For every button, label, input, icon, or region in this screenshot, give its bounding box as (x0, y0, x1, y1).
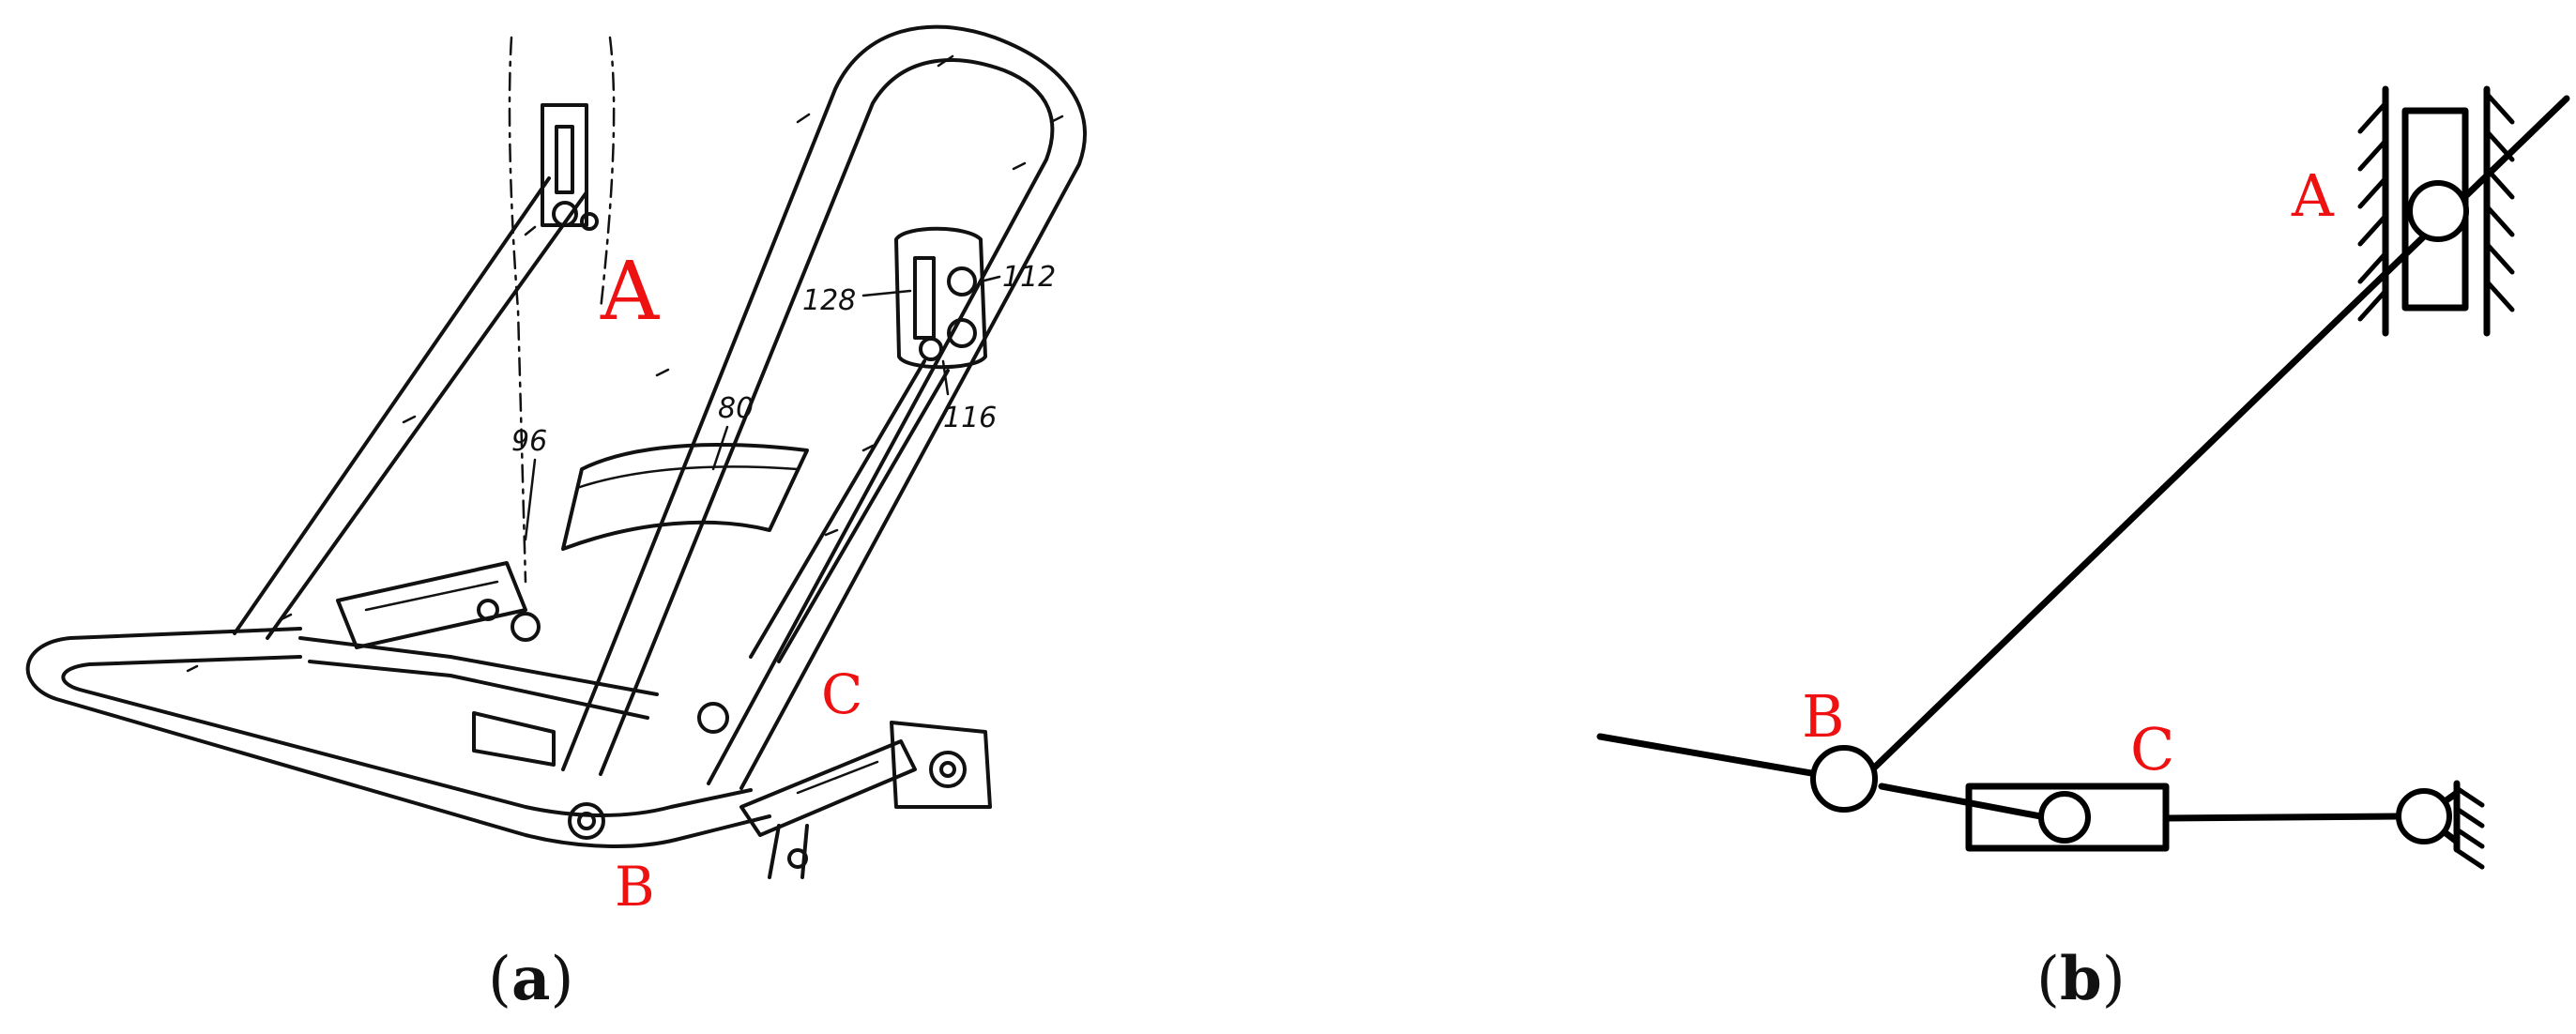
leader-112 (979, 275, 1001, 283)
ref-number-116: 116 (943, 402, 997, 434)
phantom-outline-2 (599, 36, 616, 312)
band-80-seam (575, 465, 800, 490)
right-strut (749, 359, 950, 663)
panel-b-caption-letter: b (2060, 944, 2102, 1014)
panel-b-label-A: A (2291, 161, 2335, 230)
panel-a-caption-close: ) (550, 945, 573, 1014)
rear-left-tube (233, 176, 588, 640)
ref-number-80: 80 (718, 392, 754, 425)
joint-ground (2396, 788, 2452, 844)
ref-number-96: 96 (511, 425, 547, 458)
ref-number-128: 128 (802, 284, 856, 317)
panel-b-label-C: C (2130, 715, 2174, 783)
link-c-ground (2162, 813, 2402, 822)
ground-pivot (2396, 780, 2485, 870)
band-80 (561, 443, 809, 551)
front-u-frame-inner (599, 58, 1055, 785)
bracket-c (739, 721, 992, 879)
mechanism-link (336, 561, 527, 649)
leader-128 (861, 289, 912, 297)
right-rail-hatch (2484, 91, 2515, 312)
panel-a-label-B: B (615, 855, 655, 919)
hinge-b (568, 702, 729, 840)
small-block (472, 711, 556, 767)
left-rail-hatch (2357, 100, 2388, 322)
panel-a-caption-open: ( (488, 945, 511, 1014)
cross-brace (298, 636, 659, 720)
base-loop-inner (61, 655, 753, 817)
panel-a-label-A: A (600, 245, 660, 339)
ref-number-112: 112 (1002, 261, 1056, 294)
panel-b-schematic (1596, 85, 2570, 870)
link-input (1596, 733, 1848, 783)
panel-b-caption-close: ) (2102, 945, 2126, 1014)
leader-96 (524, 458, 537, 541)
joint-a (2407, 180, 2469, 242)
leader-116 (941, 359, 950, 396)
joint-c (2038, 791, 2091, 844)
panel-a-drawing (25, 24, 1087, 879)
phantom-outline (508, 36, 527, 584)
bracket-112 (894, 226, 987, 370)
panel-a-caption-letter: a (511, 944, 550, 1014)
panel-b-caption-open: ( (2036, 945, 2060, 1014)
leader-80 (711, 425, 729, 471)
upper-left-bracket (541, 103, 599, 231)
tube-ticks (186, 54, 1064, 673)
joint-b (1810, 745, 1878, 813)
front-u-frame-outer (561, 24, 1087, 790)
panel-a-label-C: C (821, 662, 862, 726)
panel-b-label-B: B (1802, 682, 1845, 751)
base-loop (25, 627, 771, 848)
panel-b-caption: (b) (2036, 944, 2126, 1014)
panel-a-caption: (a) (488, 944, 573, 1014)
